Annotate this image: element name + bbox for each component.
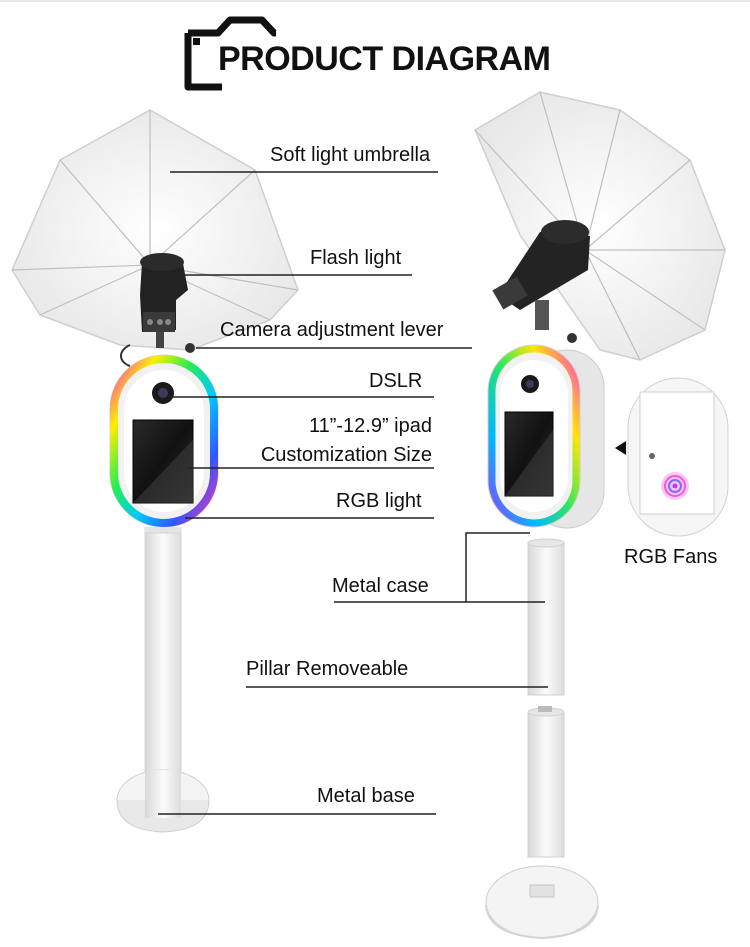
label-metal-case: Metal case bbox=[332, 575, 429, 597]
label-rgb-fans: RGB Fans bbox=[624, 546, 718, 568]
left-flash-light bbox=[120, 253, 195, 367]
top-border bbox=[0, 0, 750, 2]
line-metal-case bbox=[465, 532, 545, 603]
label-camera-adjustment-lever: Camera adjustment lever bbox=[220, 319, 444, 341]
label-pillar-removeable: Pillar Removeable bbox=[246, 658, 409, 680]
label-flash-light: Flash light bbox=[310, 247, 402, 269]
label-customization-size: Customization Size bbox=[260, 444, 432, 466]
page-title: PRODUCT DIAGRAM bbox=[218, 40, 551, 78]
camera-icon bbox=[184, 16, 278, 91]
right-umbrella bbox=[474, 91, 726, 361]
label-dslr: DSLR bbox=[369, 370, 423, 392]
right-flash-light bbox=[492, 220, 590, 343]
right-pillar bbox=[527, 538, 565, 858]
leader-lines bbox=[158, 171, 548, 815]
left-umbrella bbox=[11, 109, 299, 351]
label-soft-light-umbrella: Soft light umbrella bbox=[270, 144, 431, 166]
rgb-fans-inset bbox=[615, 377, 729, 537]
right-booth bbox=[487, 344, 605, 529]
left-pole bbox=[116, 527, 210, 833]
right-base bbox=[485, 865, 599, 940]
label-ipad-size: 11”-12.9” ipad bbox=[308, 415, 432, 437]
left-booth bbox=[109, 354, 219, 528]
label-rgb-light: RGB light bbox=[336, 490, 422, 512]
label-metal-base: Metal base bbox=[317, 785, 415, 807]
